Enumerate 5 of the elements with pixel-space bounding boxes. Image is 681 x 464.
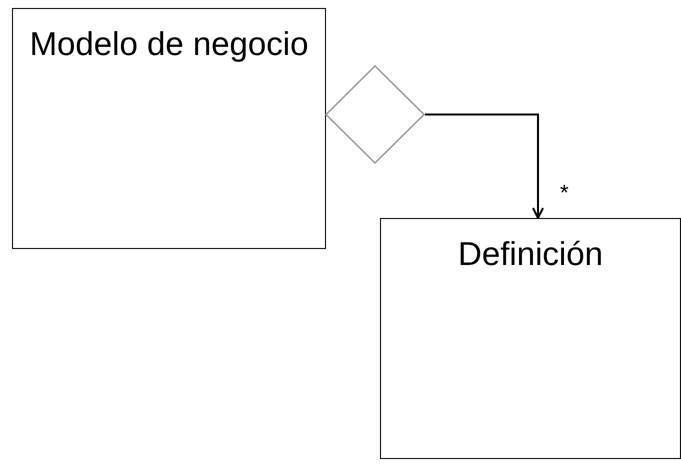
class-name: Definición bbox=[458, 234, 603, 274]
class-box bbox=[12, 8, 326, 249]
class-box bbox=[380, 218, 681, 459]
association-arrow bbox=[425, 114, 544, 219]
class-name: Modelo de negocio bbox=[30, 24, 308, 64]
